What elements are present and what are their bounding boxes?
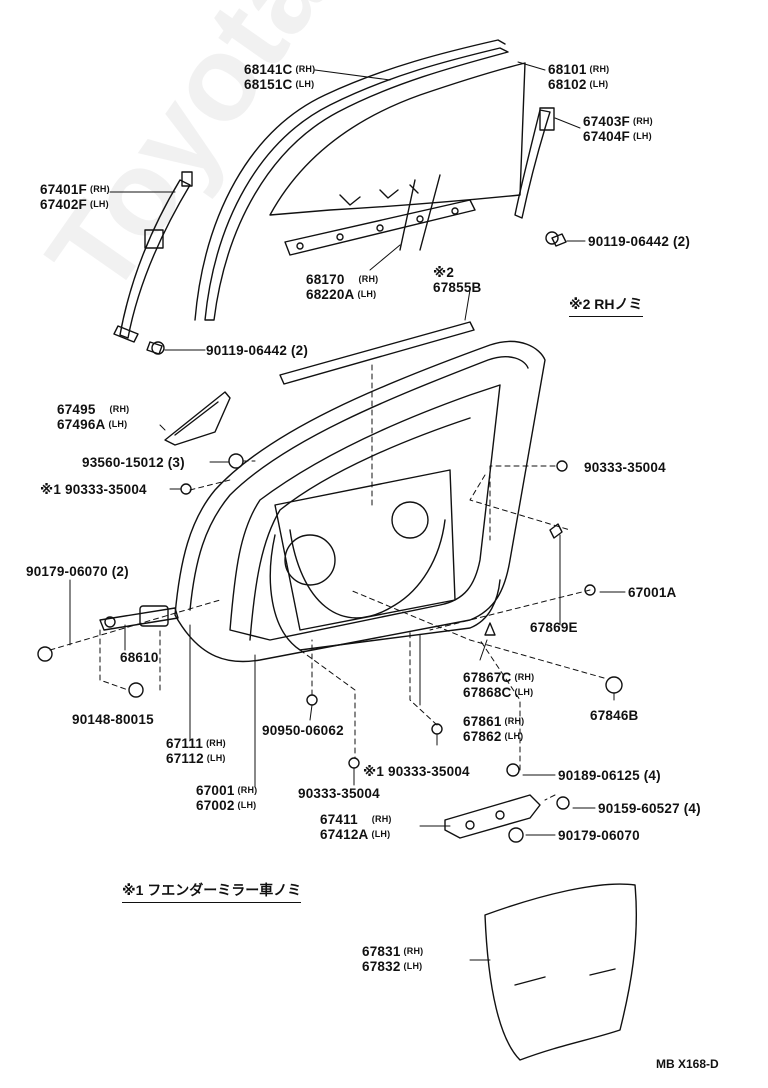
label-67111: 67111(RH) 67112(LH) — [166, 736, 226, 766]
label-90950: 90950-06062 — [262, 723, 344, 738]
label-90159: 90159-60527 (4) — [598, 801, 701, 816]
note-fender-mirror: ※1 フエンダーミラー車ノミ — [122, 880, 302, 903]
label-67846b: 67846B — [590, 708, 639, 723]
dashed-reference-lines — [49, 364, 605, 801]
label-90119-right: 90119-06442 (2) — [588, 234, 691, 249]
label-93560: 93560-15012 (3) — [82, 455, 185, 470]
label-67869e: 67869E — [530, 620, 578, 635]
label-90333-lower: 90333-35004 — [298, 786, 380, 801]
label-67411: 67411(RH) 67412A(LH) — [320, 812, 392, 842]
lower-channel — [284, 199, 476, 256]
label-90333-lower-fender: ※1 90333-35004 — [363, 764, 470, 779]
label-90148: 90148-80015 — [72, 712, 154, 727]
fasteners — [37, 231, 623, 843]
service-hole-cover — [484, 883, 637, 1061]
corner-cover — [164, 391, 231, 446]
diagram-code: MB X168-D — [656, 1057, 719, 1071]
label-90179-right: 90179-06070 — [558, 828, 640, 843]
label-90333-right: 90333-35004 — [584, 460, 666, 475]
label-90179-left: 90179-06070 (2) — [26, 564, 129, 579]
front-run-channel — [113, 171, 193, 355]
belt-moulding — [279, 321, 475, 385]
note-rh-only: ※2 RHノミ — [569, 294, 643, 317]
label-67861: 67861(RH) 67862(LH) — [463, 714, 525, 744]
label-67831: 67831(RH) 67832(LH) — [362, 944, 424, 974]
label-67001a: 67001A — [628, 585, 677, 600]
label-90119-left: 90119-06442 (2) — [206, 343, 309, 358]
label-68141c: 68141C(RH) 68151C(LH) — [244, 62, 316, 92]
label-67401f: 67401F(RH) 67402F(LH) — [40, 182, 110, 212]
label-67867c: 67867C(RH) 67868C(LH) — [463, 670, 535, 700]
label-67855b: ※2 67855B — [433, 265, 482, 295]
label-68170: 68170(RH) 68220A(LH) — [306, 272, 379, 302]
door-panel — [174, 340, 546, 663]
leader-lines — [69, 61, 626, 961]
door-check — [99, 605, 179, 631]
label-68101: 68101(RH) 68102(LH) — [548, 62, 610, 92]
label-90333-fender: ※1 90333-35004 — [40, 482, 147, 497]
label-67001: 67001(RH) 67002(LH) — [196, 783, 258, 813]
label-67495: 67495(RH) 67496A(LH) — [57, 402, 130, 432]
door-glass — [269, 62, 526, 251]
label-67403f: 67403F(RH) 67404F(LH) — [583, 114, 653, 144]
glass-run-channel — [194, 39, 509, 321]
lower-hinge — [444, 794, 541, 839]
weatherstrip — [269, 534, 501, 651]
label-90189: 90189-06125 (4) — [558, 768, 661, 783]
label-68610: 68610 — [120, 650, 159, 665]
